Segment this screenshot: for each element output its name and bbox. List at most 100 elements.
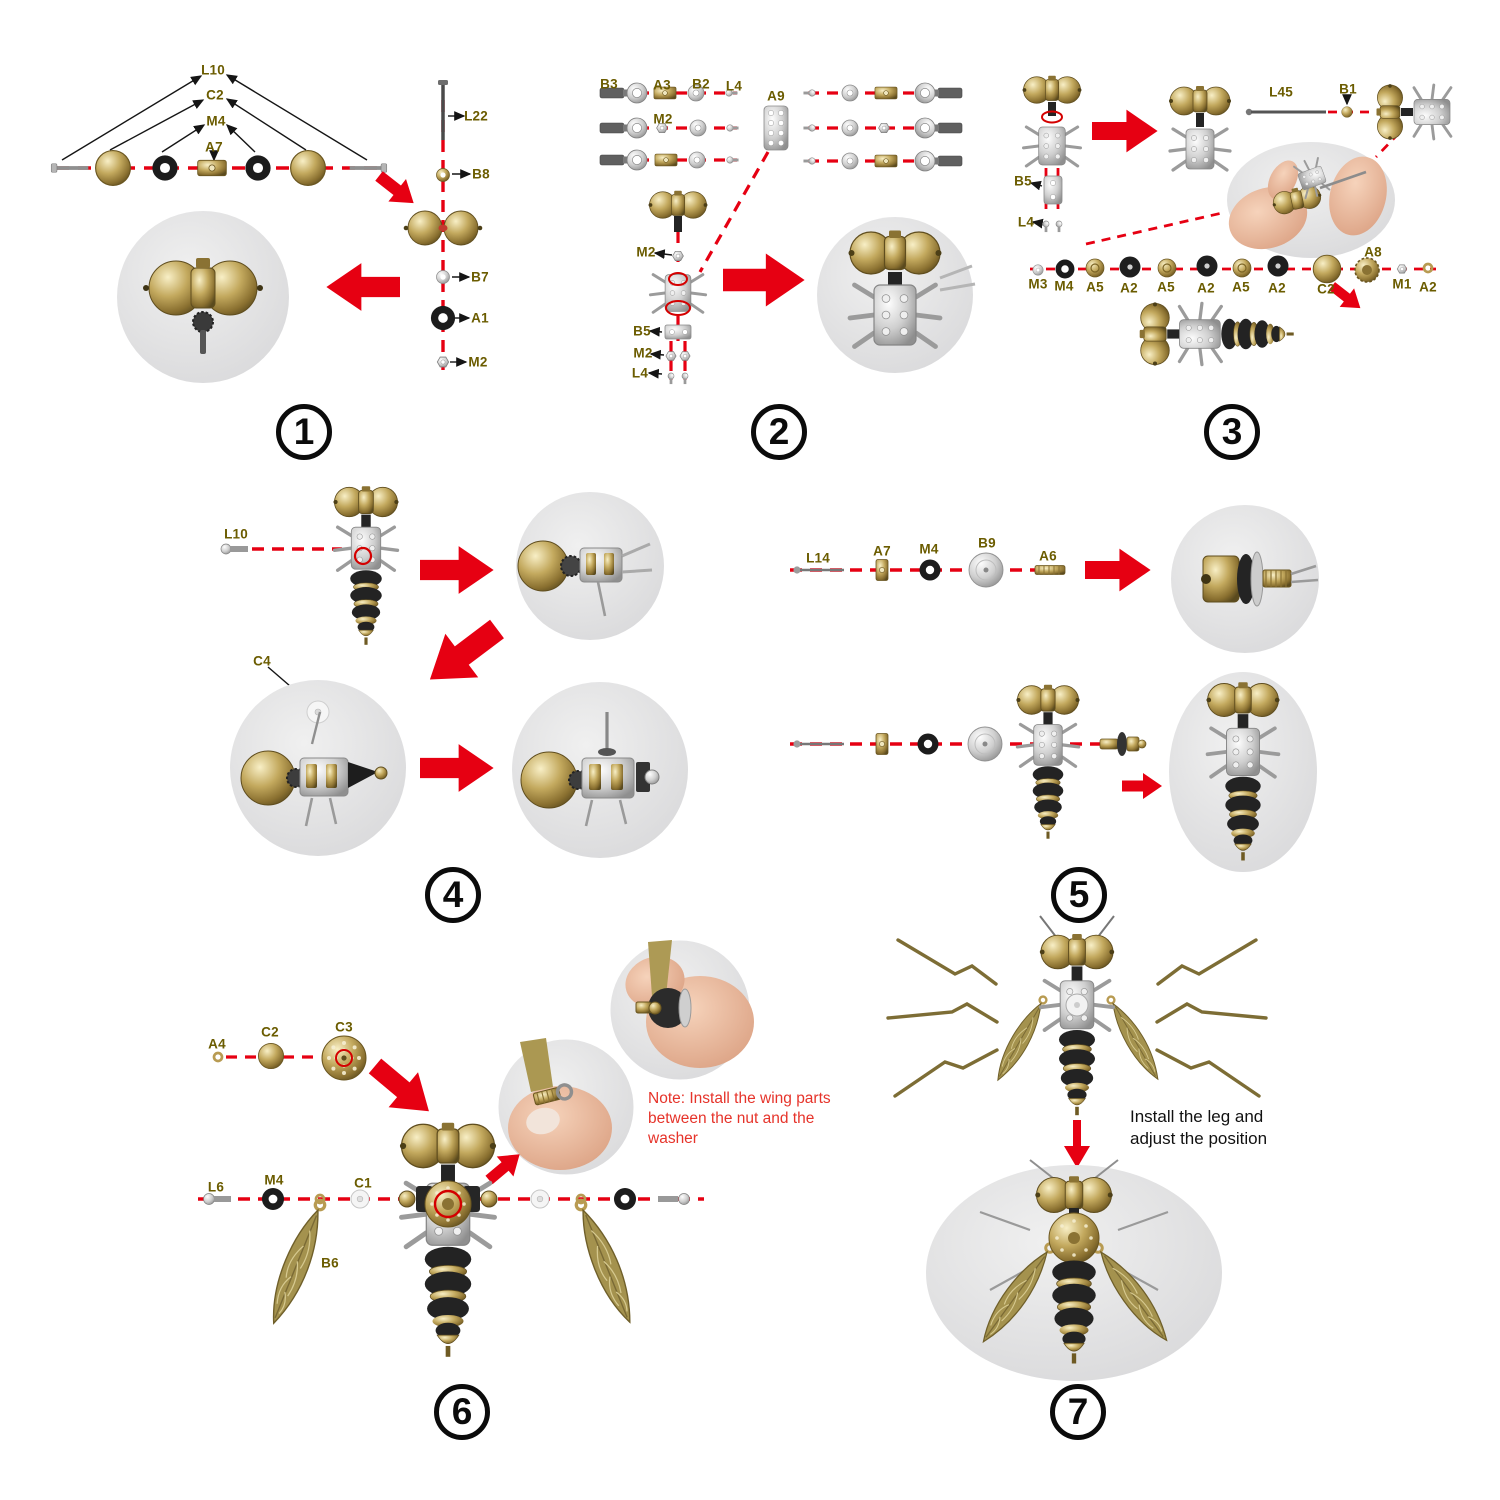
- step1-callout-arrows: [61, 74, 368, 162]
- part-label: L6: [207, 1179, 225, 1195]
- screw-l6: [203, 1193, 231, 1205]
- step7-photo-oval: [926, 1159, 1222, 1381]
- red-arrow: [1085, 548, 1151, 592]
- washer: [841, 152, 859, 170]
- part-label: B5: [633, 323, 651, 339]
- washer-c1: [530, 1189, 550, 1209]
- red-highlight-ring: [1041, 110, 1063, 124]
- head-assembly: [648, 190, 708, 219]
- right-wing: [567, 1194, 642, 1329]
- part-label: A5: [1086, 279, 1104, 295]
- ball-b1: [1341, 106, 1353, 118]
- step-number-3: 3: [1204, 404, 1260, 460]
- step-number-7: 7: [1050, 1384, 1106, 1440]
- oring: [917, 733, 939, 755]
- washer-a1: [430, 305, 456, 331]
- part-label: A2: [1197, 280, 1215, 296]
- eye-screw: [599, 117, 648, 139]
- block: [875, 733, 889, 755]
- nut-m1: [1396, 264, 1408, 274]
- step5-photo-circle: [1171, 505, 1319, 653]
- brass-ball-part: [290, 150, 326, 186]
- coupler: [874, 86, 898, 100]
- red-arrow: [420, 744, 494, 792]
- thorax-assembly: [648, 273, 708, 314]
- red-arrow: [413, 607, 514, 702]
- brass-ring-b8: [436, 168, 450, 182]
- screw-l4: [803, 124, 816, 132]
- step7-group: [886, 915, 1268, 1381]
- part-label: A9: [767, 88, 785, 104]
- part-label: A6: [1039, 548, 1057, 564]
- step4-photo-circle-3: [512, 682, 688, 858]
- nut-m2: [436, 356, 450, 368]
- part-label: B8: [472, 166, 490, 182]
- body-horizontal: [1376, 83, 1453, 141]
- step3-hands-photo-oval: [1227, 142, 1395, 258]
- end-fitting: [1099, 732, 1147, 756]
- ball-c2: [257, 1042, 285, 1070]
- step-number-6: 6: [434, 1384, 490, 1440]
- nut: [878, 122, 890, 134]
- step2-label-arrows: [647, 249, 673, 379]
- thorax-assembly: [1021, 125, 1083, 168]
- oring-part: [245, 155, 271, 181]
- step6-photo-circle-finger: [493, 1034, 639, 1180]
- exploded-legs: [886, 938, 1268, 1098]
- part-label: B5: [1014, 173, 1032, 189]
- eye-screw: [914, 117, 963, 139]
- coupler: [874, 154, 898, 168]
- red-arrow: [370, 164, 423, 215]
- part-label: B2: [692, 76, 710, 92]
- step-number-1: 1: [276, 404, 332, 460]
- oring-m4: [919, 559, 941, 581]
- ring-a2: [1422, 262, 1434, 274]
- part-label: L45: [1269, 84, 1293, 100]
- part-label: C3: [335, 1019, 353, 1035]
- screw-l6-right: [658, 1193, 690, 1205]
- coupler-part-a7: [197, 159, 227, 177]
- part-label: A1: [471, 310, 489, 326]
- red-arrow: [723, 253, 805, 307]
- disc-b9: [968, 552, 1004, 588]
- part-label: M2: [636, 244, 656, 260]
- washer: [841, 119, 859, 137]
- part-label: L14: [806, 550, 830, 566]
- washer-m3: [1032, 264, 1044, 276]
- red-highlight-ring: [668, 272, 688, 286]
- screw-l4: [803, 157, 816, 165]
- step5-group: [790, 505, 1319, 872]
- plate-b5: [1043, 175, 1063, 205]
- screw-l4: [681, 372, 689, 385]
- head-stem: [674, 216, 682, 232]
- step2-group: [599, 82, 976, 385]
- part-label: M2: [633, 345, 653, 361]
- washer-c1: [350, 1189, 370, 1209]
- cone-a5: [1232, 258, 1252, 278]
- rod-l45: [1245, 108, 1326, 116]
- part-label: A4: [208, 1036, 226, 1052]
- oring-part: [152, 155, 178, 181]
- part-label: L22: [464, 108, 488, 124]
- part-label: M4: [206, 113, 226, 129]
- insect-body: [400, 1123, 496, 1357]
- nut-m2: [679, 351, 691, 361]
- cone-a5: [1157, 258, 1177, 278]
- block-a7: [875, 559, 889, 581]
- step2-photo-circle: [817, 217, 976, 373]
- red-highlight-ring: [353, 546, 373, 566]
- thorax-assembly: [1168, 127, 1232, 172]
- step1-group: [50, 74, 483, 383]
- step4-photo-circle-2: [230, 680, 406, 856]
- step5-photo-oval: [1169, 672, 1317, 872]
- disk-a2: [1119, 256, 1141, 278]
- step3-group: [1021, 75, 1453, 366]
- red-arrow: [1122, 773, 1162, 799]
- step6-group: [198, 935, 755, 1357]
- head-assembly: [1022, 75, 1082, 104]
- screw-part: [50, 163, 89, 173]
- rod-a6: [1034, 565, 1066, 575]
- step4-group: [220, 486, 688, 858]
- eye-screw: [599, 149, 648, 171]
